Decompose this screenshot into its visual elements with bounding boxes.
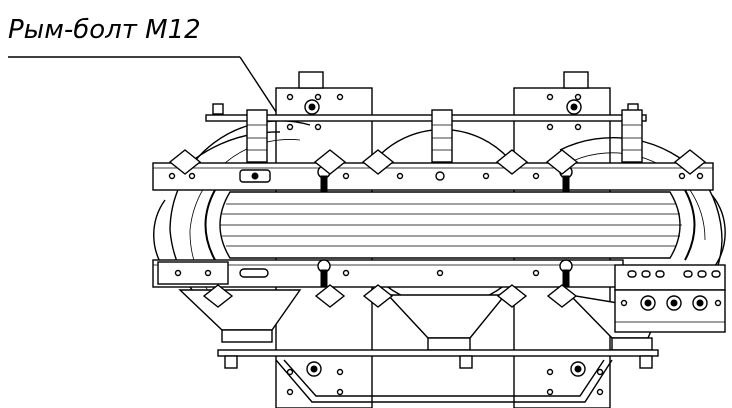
- terminal-box: [614, 264, 726, 333]
- top-beam: [152, 162, 714, 191]
- middle-hopper-base: [427, 337, 471, 351]
- terminal-housing: [614, 289, 726, 333]
- right-coil-side: [711, 194, 726, 271]
- right-hopper-base: [611, 337, 653, 351]
- left-plate-tab: [298, 71, 324, 89]
- bottom-beam: [152, 259, 624, 288]
- left-hopper-base: [221, 329, 273, 343]
- top-clamp-bar: [205, 114, 647, 122]
- base-rail-inner: [283, 359, 605, 397]
- bottom-clamp-bar: [217, 349, 659, 357]
- core-left-cap: [204, 189, 216, 261]
- clamp-bolt-left: [246, 109, 268, 163]
- bottom-beam-slot: [239, 268, 269, 278]
- core-right-cap: [684, 189, 696, 261]
- bottom-clamp: [217, 349, 659, 396]
- core-cylinder: [204, 189, 696, 261]
- clamp-bolts: [246, 109, 643, 163]
- clamp-bolt-right: [621, 109, 643, 163]
- top-clamp: [205, 93, 647, 131]
- middle-hopper: [386, 294, 507, 339]
- clamp-bolt-middle: [431, 109, 453, 163]
- corner-brackets: [168, 149, 707, 308]
- base-rail-outer: [275, 359, 613, 403]
- top-beam-bar: [152, 162, 714, 191]
- eyebolt-bottom-left: [317, 259, 331, 287]
- bottom-beam-bar: [152, 259, 624, 288]
- callout-label: Рым-болт М12: [8, 15, 201, 45]
- eyebolt-bottom-right: [559, 259, 573, 287]
- base-rail: [275, 359, 613, 403]
- right-plate-tab: [563, 71, 589, 89]
